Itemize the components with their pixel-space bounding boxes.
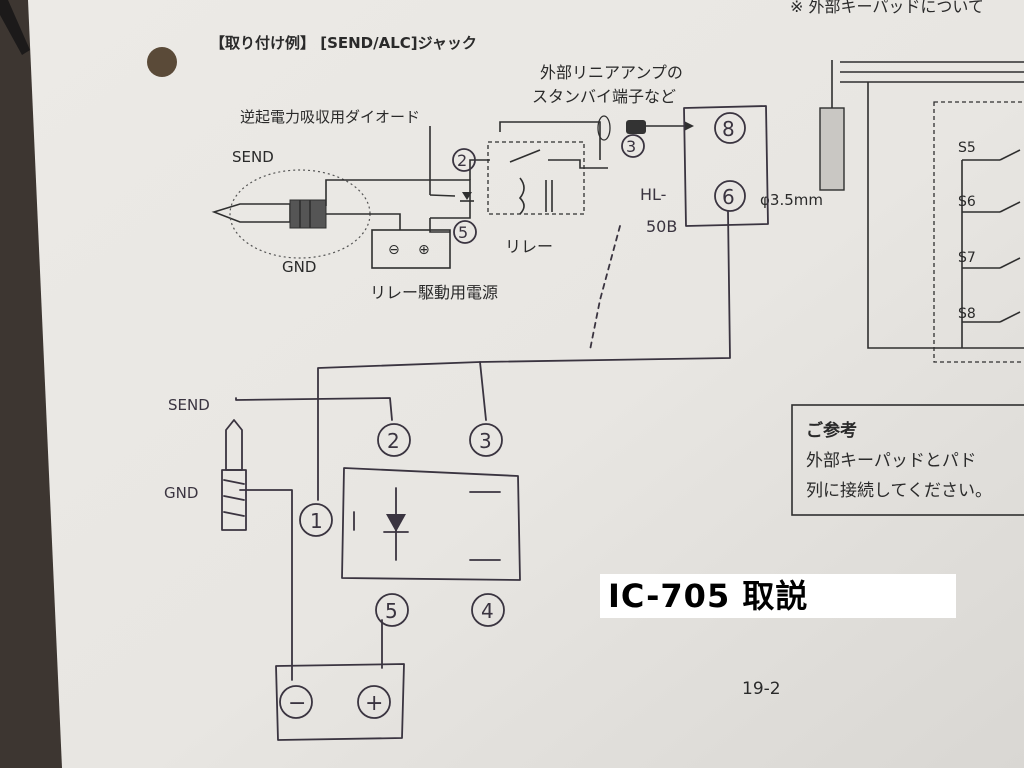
hand-plug-icon [221, 419, 247, 531]
gnd-label: GND [282, 258, 316, 276]
hand-pin-2-top: 2 [457, 151, 467, 170]
switch-label-s5: S5 [958, 140, 976, 156]
relay-pin-4: 4 [481, 599, 494, 623]
top-note: ※ 外部キーパッドについて [790, 0, 984, 16]
pen [0, 0, 30, 55]
plus-symbol: ⊕ [418, 242, 430, 258]
hand-pin-3-top: 3 [626, 137, 636, 156]
switch-label-s8: S8 [958, 306, 976, 322]
diode-label: 逆起電力吸収用ダイオード [240, 108, 420, 126]
diode-icon [429, 126, 474, 202]
paper-sheet [28, 0, 1024, 768]
hand-diode-icon [353, 487, 501, 561]
hand-plus: + [365, 691, 383, 716]
relay-pin-1: 1 [310, 509, 323, 533]
amp-label-line2: スタンバイ端子など [532, 87, 676, 106]
caption-label: IC-705 取説 [600, 574, 956, 618]
reference-box [791, 404, 1024, 516]
relay-pin-5: 5 [385, 599, 398, 623]
reference-title: ご参考 [806, 420, 857, 441]
hand-pin-5-top: 5 [458, 223, 468, 242]
switch-label-s7: S7 [958, 250, 976, 266]
amp-pin-6: 6 [722, 185, 735, 209]
relay-power-label: リレー駆動用電源 [370, 283, 498, 302]
caption-text: IC-705 取説 [608, 577, 809, 615]
switch-label-s6: S6 [958, 194, 976, 210]
jack-size-label: φ3.5mm [760, 191, 823, 209]
reference-line2: 列に接続してください。 [806, 481, 992, 501]
minus-symbol: ⊖ [388, 242, 400, 258]
hand-send-label: SEND [168, 396, 210, 414]
relay-pin-2: 2 [387, 429, 400, 453]
relay-power-box [371, 229, 451, 269]
amp-pin-8: 8 [722, 117, 735, 141]
page-number: 19-2 [742, 679, 781, 699]
punch-hole [147, 47, 177, 77]
section-title: 【取り付け例】 [SEND/ALC]ジャック [210, 34, 477, 52]
send-label: SEND [232, 148, 274, 166]
amp-label-line1: 外部リニアアンプの [540, 63, 683, 82]
hand-gnd-label: GND [164, 484, 198, 502]
relay-label: リレー [505, 237, 553, 256]
external-keypad-diagram [819, 60, 1024, 363]
hl-label-line1: HL- [640, 185, 666, 204]
hand-minus: − [288, 691, 306, 716]
reference-line1: 外部キーパッドとパド [806, 451, 976, 471]
hl-label-line2: 50B [646, 217, 677, 236]
relay-pin-3: 3 [479, 429, 492, 453]
